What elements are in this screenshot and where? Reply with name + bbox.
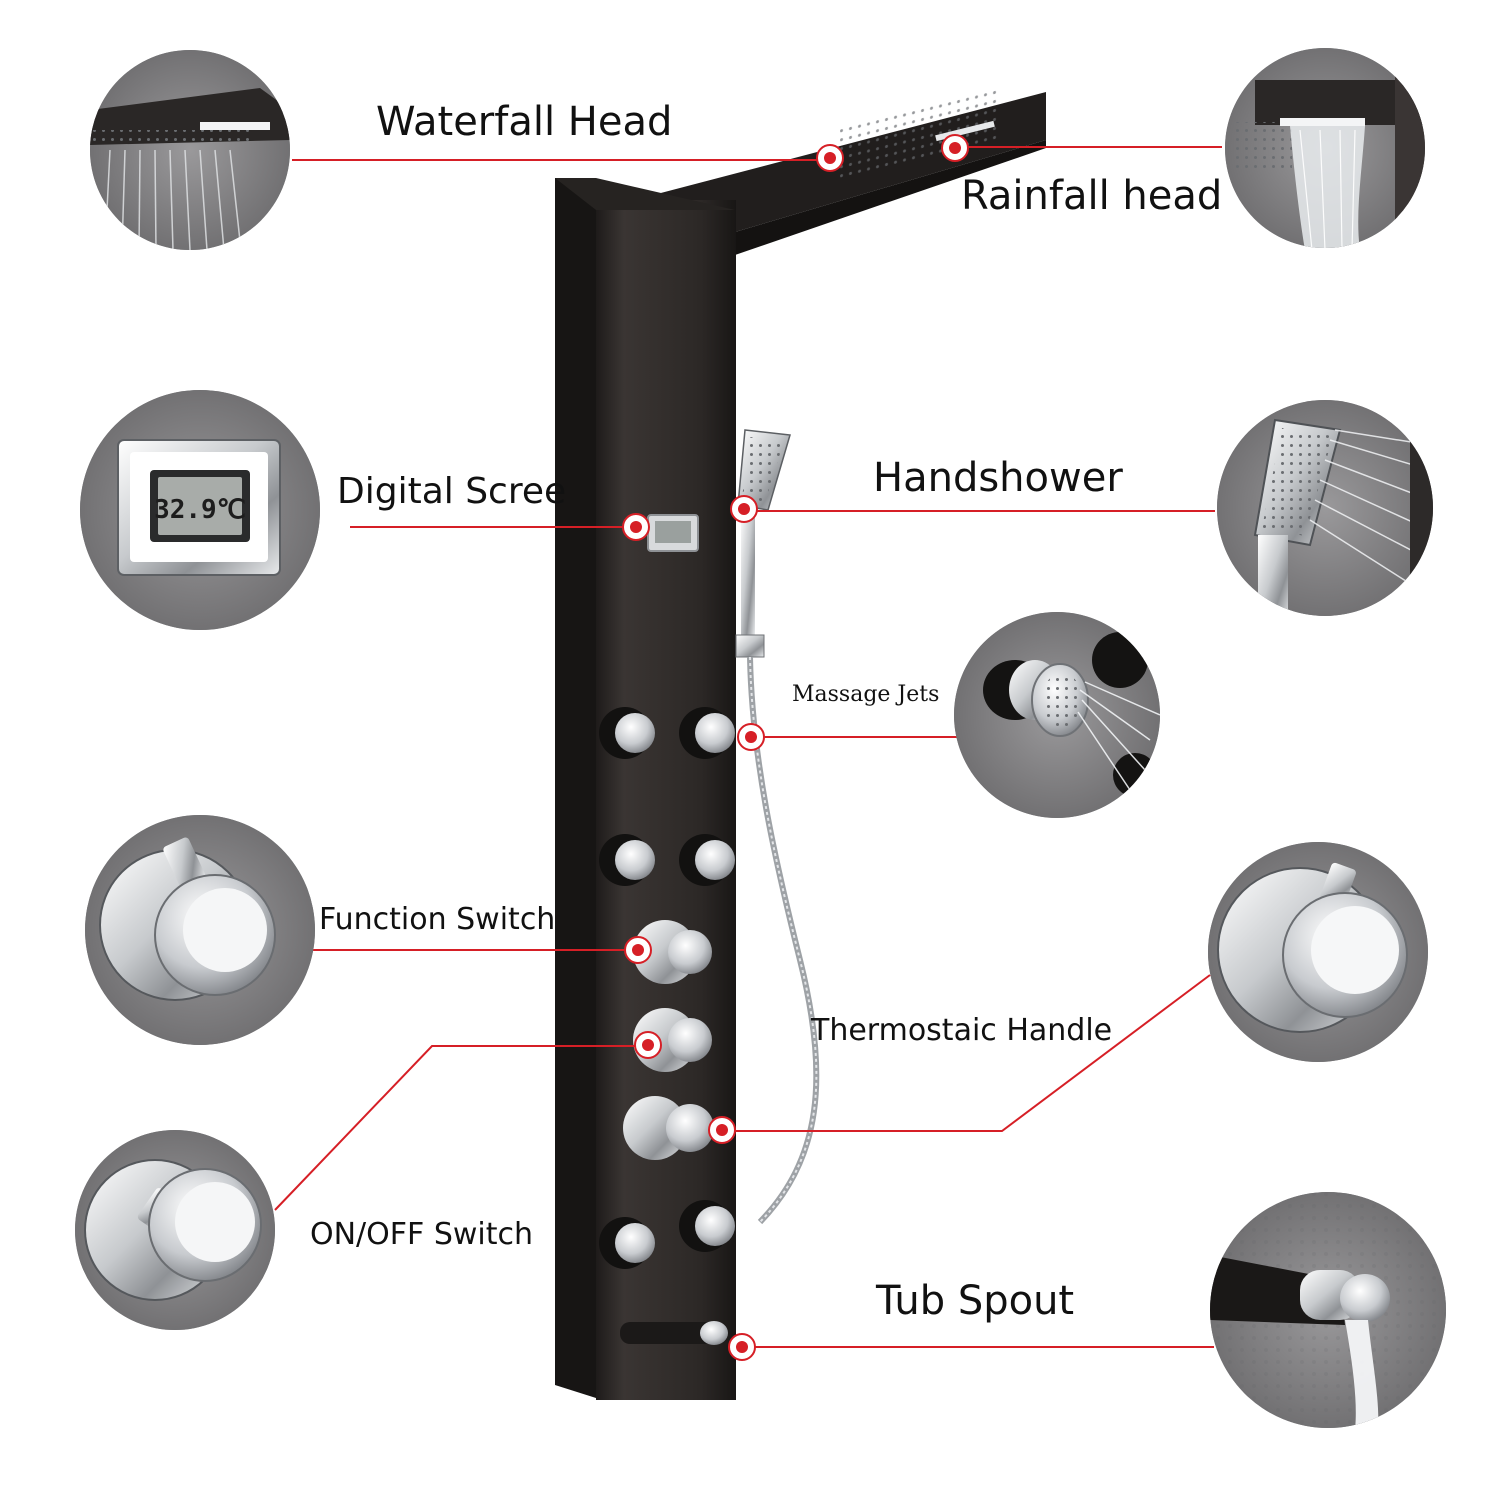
waterfall-nozzle-grid [840,88,1000,179]
spout-tip [700,1321,728,1345]
thermometer-reading: 32.9℃ [154,495,246,525]
leader-thermostat [722,974,1211,1132]
label-digital-screen: Digital Scree [337,471,567,512]
marker-massage [737,723,765,751]
on-off-switch-detail-icon [75,1130,275,1330]
jet-face [695,713,735,753]
marker-tub-spout [728,1333,756,1361]
spout-body [620,1322,720,1344]
jet-face [615,840,655,880]
marker-handshower [730,495,758,523]
panel-top-cap [555,178,735,210]
marker-on-off [634,1031,662,1059]
handshower-handle [741,505,755,635]
function-switch-detail-icon [85,815,315,1045]
panel-tub-spout [620,1321,728,1345]
thermostat-knob [666,1104,714,1152]
massage-jets-group [599,707,735,1269]
handshower-holder [735,634,765,658]
jet-face [615,1223,655,1263]
function-switch-knob [668,930,712,974]
waterfall-head-detail-icon [90,50,290,250]
digital-screen-detail-icon: 32.9℃ [80,390,320,630]
on-off-knob [668,1018,712,1062]
marker-function [624,936,652,964]
panel-handshower [735,429,791,658]
leader-on-off [274,1045,648,1211]
marker-rainfall [941,134,969,162]
marker-thermostat [708,1116,736,1144]
jet-face [695,1206,735,1246]
top-head-underside [735,140,1046,255]
jet-face [695,840,735,880]
label-rainfall-head: Rainfall head [961,173,1223,219]
panel-column-front [596,200,736,1400]
thermostatic-handle-detail-icon [1208,842,1428,1062]
marker-digital [622,513,650,541]
leader-lines [274,146,1222,1348]
tub-spout-detail-icon [1210,1192,1446,1428]
handshower-nozzles [742,437,784,502]
rainfall-head-detail-icon [1225,48,1425,248]
thermostat-base [623,1096,687,1160]
massage-jet-detail-icon [954,612,1160,818]
shower-panel [555,88,1046,1400]
control-handles [623,920,714,1160]
jet-face [615,713,655,753]
marker-waterfall [816,144,844,172]
label-function-switch: Function Switch [319,902,556,937]
label-on-off-switch: ON/OFF Switch [310,1217,534,1252]
label-tub-spout: Tub Spout [876,1278,1075,1324]
handshower-detail-icon [1217,400,1433,616]
label-waterfall-head: Waterfall Head [376,99,673,145]
panel-column-side [555,178,596,1398]
callout-markers [622,134,969,1361]
label-handshower: Handshower [873,455,1123,501]
shower-hose-highlight [749,656,818,1223]
label-thermostatic-handle: Thermostaic Handle [811,1013,1113,1048]
panel-digital-screen-lcd [655,521,691,543]
label-massage-jets: Massage Jets [792,682,940,707]
